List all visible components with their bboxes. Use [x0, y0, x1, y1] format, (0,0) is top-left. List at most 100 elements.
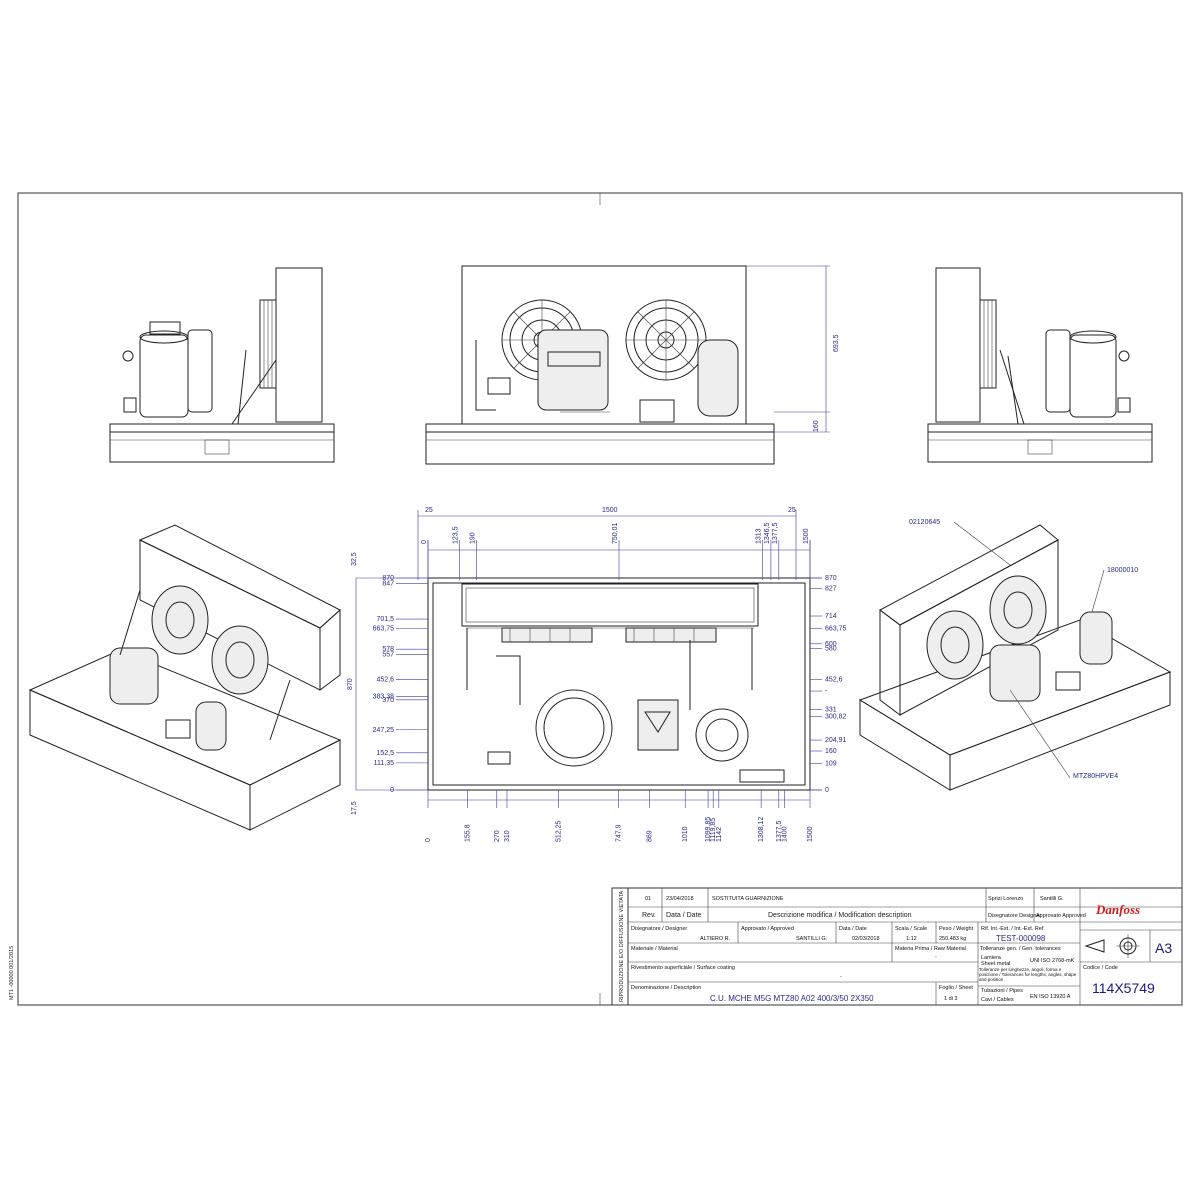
lbl-date: Data / Date — [839, 926, 867, 932]
dim-front-base: 160 — [813, 420, 820, 432]
dim-left-label: 452,6 — [376, 677, 394, 684]
val-sheet: 1 di 3 — [944, 996, 957, 1002]
lbl-weight: Peso / Weight — [939, 926, 974, 932]
dim-bottom-label: 512,25 — [555, 820, 562, 842]
val-code: 114X5749 — [1092, 980, 1155, 996]
dim-left-label: 383,38 — [373, 694, 395, 701]
dim-right-label: 109 — [825, 760, 837, 767]
val-date: 02/03/2018 — [852, 936, 880, 942]
dim-left-label: 578 — [382, 646, 394, 653]
tol-pipes-std: EN ISO 13920 A — [1030, 994, 1071, 1000]
dim-top-label: 1500 — [803, 528, 810, 544]
dim-left-label: 663,75 — [373, 625, 395, 632]
callout-receiver: 18000010 — [1107, 567, 1138, 574]
dim-bottom-label: 1142 — [716, 827, 723, 842]
margin-code: MT1 -00000 001/2015 — [9, 946, 15, 1000]
dim-left-label: 152,5 — [376, 750, 394, 757]
dim-right-label: 300,82 — [825, 714, 847, 721]
dim-left-label: 111,35 — [374, 760, 394, 767]
dim-right-label: 204,91 — [825, 737, 847, 744]
rev-designer: Sprizi Lorenzo — [988, 896, 1023, 902]
dim-right-label: 827 — [825, 585, 837, 592]
hdr-approved: Approvato Approved — [1036, 913, 1086, 919]
callout-compressor: MTZ80HPVE4 — [1073, 773, 1118, 780]
hdr-mod-desc: Descrizione modifica / Modification desc… — [768, 912, 912, 919]
dim-bottom-label: 869 — [646, 830, 653, 842]
tol-sheet: Lamiera — [981, 955, 1002, 961]
left-side-view — [109, 267, 335, 463]
front-view: 693,5 160 — [425, 265, 840, 465]
dim-top-label: 750,01 — [612, 522, 619, 544]
dim-left-label: 370 — [382, 697, 394, 704]
dim-bottom-label: 155,8 — [465, 824, 472, 842]
val-denomination: C.U. MCHE M5G MTZ80 A02 400/3/50 2X350 — [710, 994, 874, 1003]
dim-left-label: 557 — [382, 651, 394, 658]
lbl-sheet: Foglio / Sheet — [939, 985, 973, 991]
tol-cables: Cavi / Cables — [981, 997, 1014, 1003]
dim-left-label: 701,5 — [376, 616, 394, 623]
rev-number: 01 — [645, 896, 651, 902]
hdr-date: Data / Date — [666, 912, 702, 919]
rev-date: 23/04/2018 — [666, 896, 694, 902]
dim-front-height: 693,5 — [833, 334, 840, 352]
dim-right-label: 0 — [825, 787, 829, 794]
dim-top-left: 25 — [425, 507, 433, 514]
dim-top-label: 123,5 — [452, 526, 459, 544]
callout-coil: 02120645 — [909, 519, 940, 526]
format-a3: A3 — [1155, 940, 1172, 956]
side-notice: RIPRODUZIONE E/O DIFFUSIONE VIETATA — [619, 890, 625, 1002]
lbl-material: Materiale / Material — [631, 946, 678, 952]
right-y-labels: 870827714663,75600580452,6-331300,82204,… — [810, 575, 847, 794]
title-block: RIPRODUZIONE E/O DIFFUSIONE VIETATA 01 2… — [611, 887, 1183, 1006]
val-weight: 250.483 kg — [939, 936, 966, 942]
tol-note: Tolleranze per lunghezze, angoli, forma … — [979, 967, 1077, 982]
lbl-tolerances: Tolleranze gen. / Gen. tolerances — [980, 946, 1061, 952]
right-side-view — [927, 267, 1153, 463]
dim-bottom-label: 0 — [425, 838, 432, 842]
dim-left-label: 0 — [390, 787, 394, 794]
val-raw: - — [935, 954, 937, 960]
lbl-code: Codice / Code — [1083, 965, 1118, 971]
tol-note-box: Tolleranze per lunghezze, angoli, forma … — [979, 967, 1077, 982]
dim-bottom-label: 1119,85 — [710, 818, 717, 842]
dim-left-label: 870 — [382, 575, 394, 582]
rev-approved: Santilli G. — [1040, 896, 1064, 902]
dim-left-bottom: 17,5 — [351, 801, 358, 815]
dim-right-label: - — [825, 688, 828, 695]
rev-description: SOSTITUITA GUARNIZIONE — [712, 896, 784, 902]
right-iso-view: 02120645 18000010 MTZ80HPVE4 — [858, 519, 1172, 791]
lbl-ref: Rif. Int.-Est. / Int.-Ext. Ref. — [981, 926, 1045, 932]
dim-top-label: 1377,5 — [772, 522, 779, 544]
lbl-designer: Disegnatore / Designer — [631, 926, 687, 932]
dim-top-label: 1313 — [755, 528, 762, 544]
dim-right-label: 714 — [825, 613, 837, 620]
dim-right-label: 600 — [825, 641, 837, 648]
lbl-approved: Approvato / Approved — [741, 926, 794, 932]
dim-right-label: 452,6 — [825, 677, 843, 684]
lbl-denomination: Denominazione / Description — [631, 985, 701, 991]
dim-left-label: 247,25 — [373, 727, 395, 734]
dim-bottom-label: 310 — [504, 830, 511, 842]
lbl-raw: Materia Prima / Raw Material — [895, 946, 966, 952]
dim-top-width: 1500 — [602, 507, 618, 514]
dim-left-total: 870 — [347, 678, 354, 690]
dim-bottom-label: 1500 — [807, 826, 814, 842]
dim-left-label: 847 — [382, 581, 394, 588]
dim-top-label: 0 — [421, 540, 428, 544]
val-ref: TEST-000098 — [996, 934, 1046, 943]
val-scale: 1:12 — [906, 936, 917, 942]
tol-sheet-en: Sheet metal — [981, 961, 1010, 967]
dim-left-top: 32,5 — [351, 552, 358, 566]
lbl-scale: Scala / Scale — [895, 926, 927, 932]
projection-symbol-icon — [1084, 934, 1140, 958]
dim-top-label: 190 — [469, 532, 476, 544]
val-approved: SANTILLI G. — [796, 936, 828, 942]
tol-sheet-std: UNI ISO 2768-mK — [1030, 958, 1075, 964]
dim-right-label: 160 — [825, 748, 837, 755]
dim-bottom-label: 1377,5 — [776, 820, 783, 842]
